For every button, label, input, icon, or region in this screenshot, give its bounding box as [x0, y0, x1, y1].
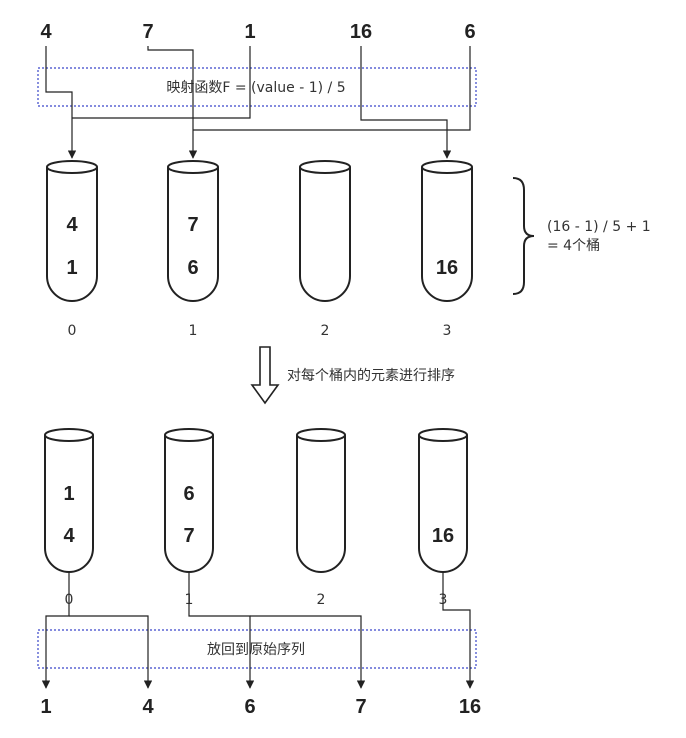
bucket-3: 16 [421, 160, 473, 302]
bucket-index: 1 [189, 323, 198, 339]
sorted-bucket-0: 1 4 [44, 428, 94, 573]
input-value: 4 [40, 21, 52, 43]
bucket-count-formula: (16 - 1) / 5 + 1 [547, 219, 651, 235]
curly-brace-icon [512, 177, 535, 295]
sorted-bucket-3: 16 [418, 428, 468, 573]
connector-bucket1-to-7 [250, 615, 366, 689]
bucket-index: 3 [443, 323, 452, 339]
input-value: 7 [142, 21, 153, 43]
bucket-index: 0 [68, 323, 77, 339]
bucket-1: 7 6 [167, 160, 219, 302]
connector-bucket3-to-16 [442, 572, 475, 689]
mapping-function-box [37, 67, 477, 107]
output-value: 1 [40, 696, 51, 718]
input-connectors [45, 46, 471, 159]
output-value: 6 [244, 696, 255, 718]
bucket-item: 4 [63, 525, 75, 547]
bucket-0: 4 1 [46, 160, 98, 302]
output-value: 4 [142, 696, 154, 718]
mapping-function-label: 映射函数F = (value - 1) / 5 [166, 80, 345, 96]
bucket-item: 1 [63, 483, 74, 505]
bucket-item: 7 [187, 214, 198, 236]
bucket-item: 7 [183, 525, 194, 547]
output-value: 7 [355, 696, 366, 718]
sort-step-label: 对每个桶内的元素进行排序 [287, 368, 455, 384]
connector-bucket0-to-4 [69, 615, 153, 689]
bucket-item: 6 [187, 257, 198, 279]
connector-7-to-bucket-1 [147, 46, 198, 159]
bucket-count-result: = 4个桶 [547, 238, 600, 254]
output-connectors [41, 572, 475, 689]
sorted-bucket-1: 6 7 [164, 428, 214, 573]
connector-4-to-bucket-0 [45, 46, 77, 159]
bucket-item: 1 [66, 257, 77, 279]
input-values: 4 7 1 16 6 [40, 21, 475, 43]
bucket-2 [299, 160, 351, 302]
connector-6-to-bucket-1 [193, 46, 471, 131]
input-value: 1 [244, 21, 255, 43]
connector-1-to-bucket-0 [72, 46, 251, 119]
bucket-item: 16 [436, 257, 458, 279]
connector-bucket0-to-1 [41, 572, 70, 689]
output-values: 1 4 6 7 16 [40, 696, 481, 718]
bucket-item: 4 [66, 214, 78, 236]
merge-box [37, 629, 477, 669]
merge-label: 放回到原始序列 [207, 642, 305, 658]
sorted-bucket-2 [296, 428, 346, 573]
bucket-index: 2 [317, 592, 326, 608]
bucket-item: 16 [432, 525, 454, 547]
connector-bucket1-to-6 [188, 572, 255, 689]
input-value: 6 [464, 21, 475, 43]
buckets-before: 4 1 7 6 16 0 1 2 3 [46, 160, 473, 339]
bucket-item: 6 [183, 483, 194, 505]
down-arrow-icon [250, 346, 280, 405]
buckets-after: 1 4 6 7 16 0 1 2 3 [44, 428, 468, 608]
connector-16-to-bucket-3 [360, 46, 452, 159]
input-value: 16 [350, 21, 372, 43]
bucket-index: 2 [321, 323, 330, 339]
output-value: 16 [459, 696, 481, 718]
